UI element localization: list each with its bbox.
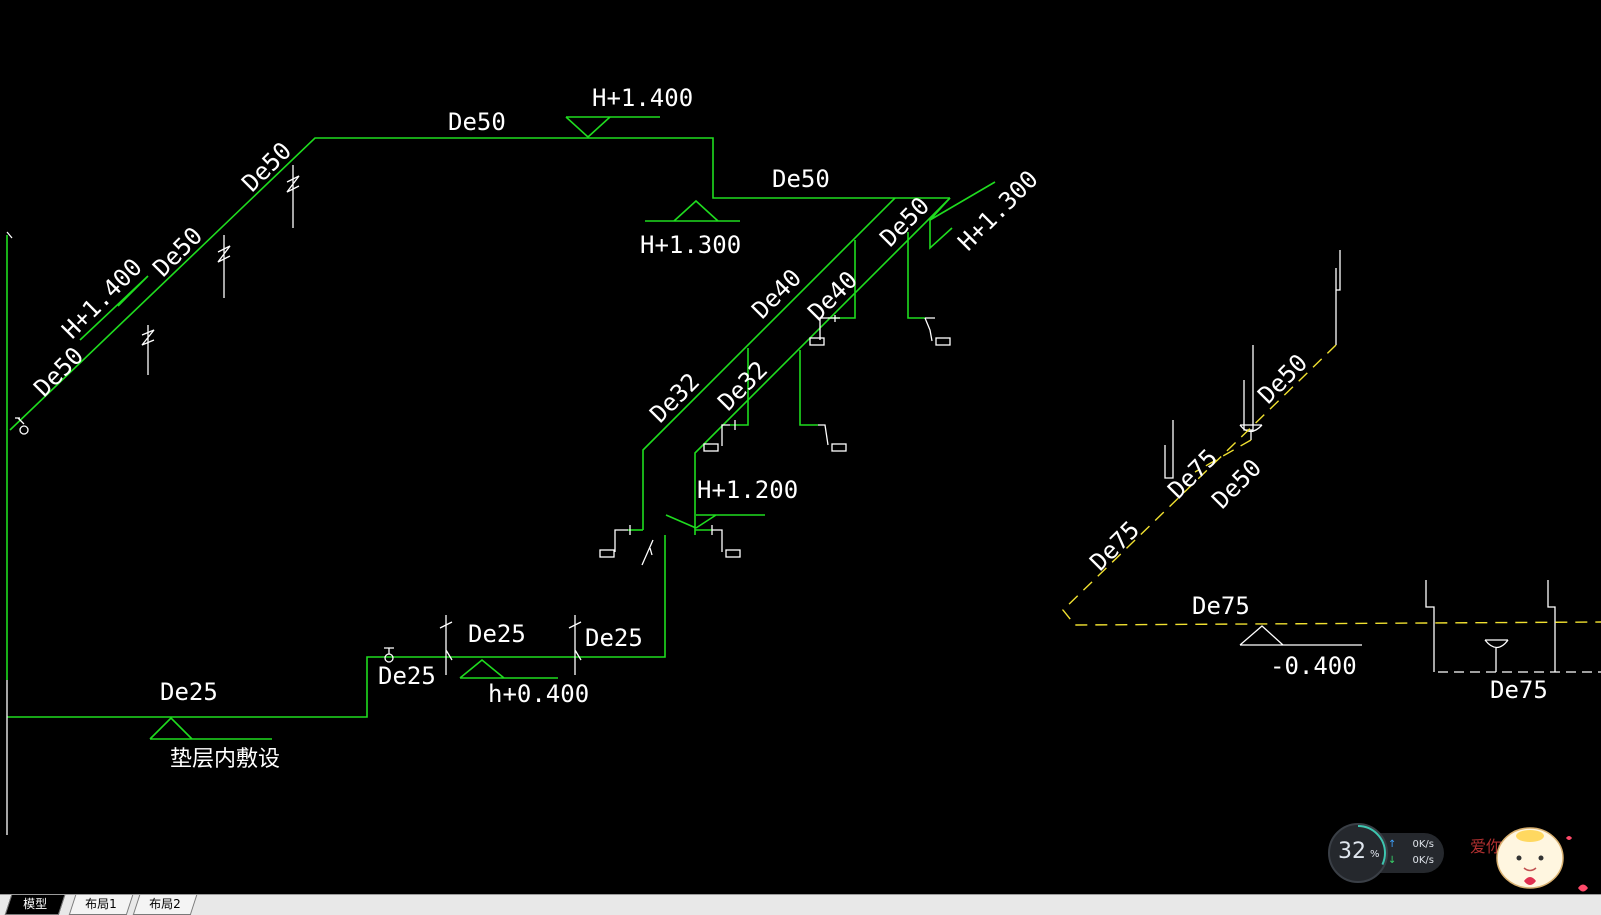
label-h1200: H+1.200 [697, 476, 798, 504]
download-row: ↓ 0K/s [1388, 855, 1442, 869]
supply-pipe-network [6, 116, 996, 740]
label-minus0400: -0.400 [1270, 652, 1357, 680]
main-supply-line [9, 137, 950, 431]
label-cushion-note: 垫层内敷设 [170, 747, 280, 772]
label-de75-horiz: De75 [1192, 592, 1250, 620]
drop-mid [799, 350, 818, 426]
drain-riser-5 [1547, 580, 1556, 672]
valve-lower-2 [568, 615, 582, 675]
elevation-mark-cushion [149, 716, 272, 740]
valve-stack-1 [141, 325, 155, 375]
tab-model[interactable]: 模型 [4, 895, 66, 915]
label-de50-diag1: De50 [236, 137, 297, 198]
elevation-mark-h1200 [665, 514, 765, 529]
label-de25-small: De25 [378, 662, 436, 690]
upload-row: ↑ 0K/s [1388, 839, 1442, 853]
tab-layout2[interactable]: 布局2 [132, 895, 198, 915]
fixtures [6, 165, 1601, 835]
label-de50-diag2: De50 [147, 222, 208, 283]
floor-drain-icon-2 [1484, 639, 1509, 672]
label-h0400: h+0.400 [488, 680, 589, 708]
valve-stack-2 [217, 235, 231, 298]
valve-diag-small [641, 539, 654, 566]
mascot-icon: 爱你 [1470, 827, 1588, 892]
drain-riser-3 [1164, 420, 1174, 479]
network-monitor-widget[interactable]: ↑ 0K/s ↓ 0K/s 32 % [1328, 823, 1444, 883]
label-de50-top: De50 [448, 108, 506, 136]
floor-drain-icon [1239, 424, 1263, 440]
left-border-tick [6, 231, 13, 835]
label-de40-b: De40 [802, 266, 863, 327]
pipe-system-drawing[interactable]: De50 H+1.400 De50 H+1.300 De50 De50 H+1.… [0, 0, 1601, 894]
layout-tab-bar: 模型 布局1 布局2 [0, 894, 1601, 915]
label-h1300-left: H+1.300 [640, 231, 741, 259]
label-h1300-diag: H+1.300 [952, 165, 1043, 256]
download-arrow-icon: ↓ [1388, 855, 1397, 866]
lower-supply-line [7, 535, 666, 718]
elevation-mark-h1300 [645, 199, 740, 222]
valve-lower-circle-icon [384, 653, 394, 663]
label-de50-diag3: De50 [28, 342, 89, 403]
dimension-labels: De50 H+1.400 De50 H+1.300 De50 De50 H+1.… [28, 84, 1547, 772]
download-speed: 0K/s [1412, 855, 1435, 866]
elevation-mark-h0400 [459, 658, 558, 679]
mascot-sticker: 爱你 [1466, 818, 1601, 898]
elevation-mark-top [565, 116, 660, 139]
drop-de32 [730, 348, 749, 426]
elevation-mark-minus0400 [1239, 625, 1362, 646]
tab-layout1[interactable]: 布局1 [68, 895, 134, 915]
upload-speed: 0K/s [1412, 839, 1435, 850]
label-de25-mid2: De25 [585, 624, 643, 652]
label-de75-bottom: De75 [1490, 676, 1548, 704]
drain-riser-1 [1335, 250, 1341, 345]
cpu-arc-icon [1330, 825, 1386, 881]
cpu-value: 32 [1338, 839, 1366, 864]
elevation-mark-h1300-right [929, 181, 996, 250]
upload-arrow-icon: ↑ [1388, 839, 1397, 850]
drain-branch [1194, 439, 1252, 473]
label-de50-yellow1: De50 [1252, 349, 1313, 410]
branch-de50-de40-de32 [694, 197, 951, 535]
valve-left-icon [19, 425, 29, 435]
valve-lower-1 [439, 615, 453, 675]
drop-right-1 [907, 232, 925, 319]
drain-riser-2 [1243, 345, 1254, 431]
label-de75-yellow2: De75 [1084, 516, 1145, 577]
label-de50-right: De50 [772, 165, 830, 193]
label-de32-b: De32 [712, 356, 773, 417]
valve-stack-3 [286, 165, 300, 228]
label-h1400-top: H+1.400 [592, 84, 693, 112]
drain-pipe-network [1062, 344, 1601, 626]
diag-elevation-mark [79, 275, 149, 341]
cad-model-space[interactable]: De50 H+1.400 De50 H+1.300 De50 De50 H+1.… [0, 0, 1601, 894]
drain-main-line [1062, 344, 1601, 626]
cpu-unit: % [1370, 849, 1380, 860]
cpu-usage-gauge: 32 % [1328, 823, 1388, 883]
branch-de40-de32 [642, 197, 896, 530]
label-de25-mid1: De25 [468, 620, 526, 648]
label-de25-left: De25 [160, 678, 218, 706]
mascot-text: 爱你 [1470, 837, 1502, 856]
drain-riser-4 [1425, 580, 1435, 672]
label-h1400-diag: H+1.400 [56, 253, 147, 344]
